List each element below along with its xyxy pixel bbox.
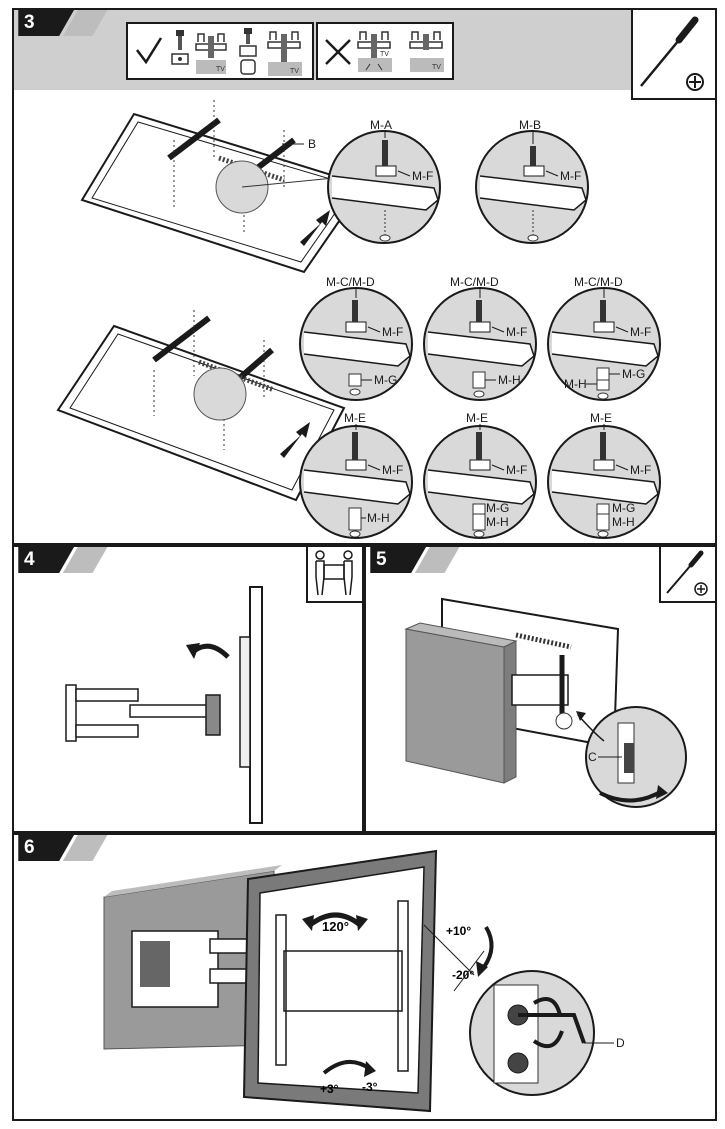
detail-bot-3-washer: M-F [630,463,651,477]
detail-bot-1-washer: M-F [382,463,403,477]
step-3-number: 3 [24,12,35,33]
wrong-usage-box: TV TV [316,22,454,80]
detail-top-2-washer: M-F [560,169,581,183]
step-4-panel: 4 [12,545,364,833]
detail-bot-2-spacer-b: M-H [486,515,509,529]
detail-mid-1-washer: M-F [382,325,403,339]
detail-top-2-screw: M-B [519,118,541,132]
step-6-badge [18,835,108,861]
step-6-number: 6 [24,837,35,858]
detail-mid-3-spacer-b: M-G [622,367,645,381]
screw-with-washer-icon [171,30,189,65]
level-plus-label: +3° [320,1082,339,1096]
detail-bot-1: M-E M-F M-H [299,411,413,539]
detail-mid-1-screw: M-C/M-D [326,275,375,289]
tilt-up-label: +10° [446,924,471,938]
detail-top-1-washer: M-F [412,169,433,183]
step-5-panel: 5 [364,545,717,833]
cross-icon [325,39,351,65]
detail-mid-2-washer: M-F [506,325,527,339]
step-4-badge [18,547,108,573]
detail-mid-3-screw: M-C/M-D [574,275,623,289]
svg-text:TV: TV [432,64,441,71]
detail-top-1: M-A M-F [327,118,441,244]
detail-bot-3-spacer-b: M-H [612,515,635,529]
bracket-spacer-on-tv-icon: TV [267,31,302,76]
detail-top-1-screw: M-A [370,118,392,132]
step-5-badge [370,547,460,573]
two-person-box [306,547,362,603]
bracket-on-tv-icon: TV [195,33,227,74]
correct-usage-box: TV TV [126,22,314,80]
detail-bot-3-screw: M-E [590,411,612,425]
svg-text:TV: TV [290,68,299,75]
detail-bot-3-spacer-a: M-G [612,501,635,515]
detail-mid-3-spacer-a: M-H [564,377,587,391]
step-5-number: 5 [376,549,387,570]
screwdriver-icon [666,550,708,596]
step-4-number: 4 [24,549,35,570]
step-3-badge [18,10,108,36]
detail-bot-2-washer: M-F [506,463,527,477]
detail-bot-2-screw: M-E [466,411,488,425]
swivel-label: 120° [322,919,349,934]
level-minus-label: -3° [362,1080,378,1094]
callout-C: C [588,750,597,764]
detail-bot-1-screw: M-E [344,411,366,425]
detail-mid-2-spacer: M-H [498,373,521,387]
screwdriver-icon [640,16,704,91]
screw-spacer-icon [239,28,257,75]
tilt-down-label: -20° [452,968,474,982]
detail-mid-1-spacer: M-G [374,373,397,387]
detail-mid-2-screw: M-C/M-D [450,275,499,289]
detail-top-2: M-B M-F [475,118,589,244]
screw-too-short-icon: TV [409,31,444,72]
step-6-panel: 6 120° +3° [12,833,717,1121]
detail-mid-3-washer: M-F [630,325,651,339]
detail-mid-1: M-C/M-D M-F M-G [299,275,413,401]
step-5-illustration: C [404,597,687,808]
svg-text:TV: TV [216,66,225,73]
detail-bot-1-spacer: M-H [367,511,390,525]
detail-mid-2: M-C/M-D M-F M-H [423,275,537,401]
step-6-illustration: 120° +3° -3° +10° -20° D [103,849,625,1113]
detail-bot-2-spacer-a: M-G [486,501,509,515]
tv-back-upper: B [80,100,366,274]
tool-label-D: D [616,1036,625,1050]
rotate-arrow-icon [192,643,230,659]
two-person-icon [315,550,353,596]
step-4-illustration [65,586,263,824]
svg-text:TV: TV [380,51,389,58]
tool-box-screwdriver-small [659,547,715,603]
step-3-panel: 3 TV [12,8,717,545]
detail-bot-3: M-E M-F M-G M-H [547,411,661,539]
detail-bot-2: M-E M-F M-G M-H [423,411,537,539]
screw-too-long-icon: TV [357,31,392,72]
tool-box-screwdriver [631,10,715,100]
bracket-label-B: B [308,137,316,151]
tv-back-lower [56,310,346,502]
detail-mid-3: M-C/M-D M-F M-H M-G [547,275,661,401]
check-icon [136,37,163,65]
step-3-illustration: B [56,100,661,539]
